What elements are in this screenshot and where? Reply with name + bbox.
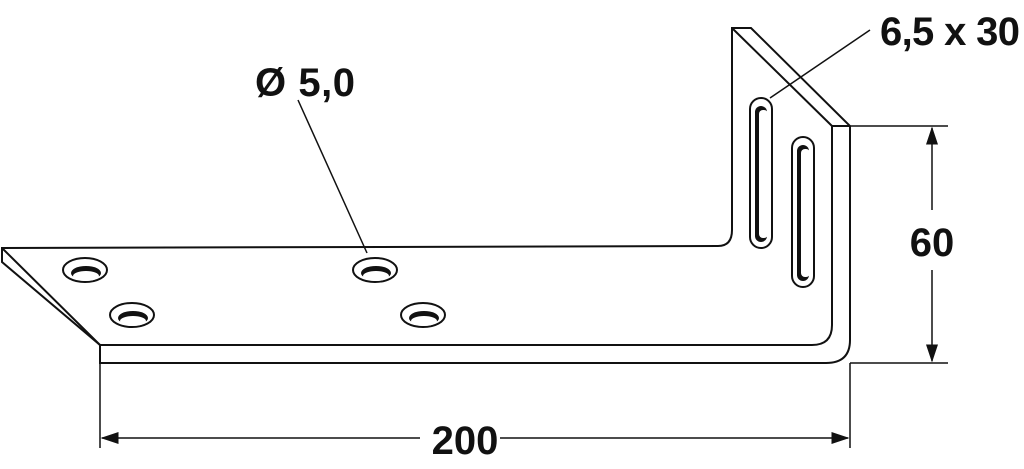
leader-lines [297,29,871,254]
hole [352,257,398,283]
slot-size-label: 6,5 x 30 [880,10,1020,54]
slot [791,136,815,288]
hole-diameter-label: Ø 5,0 [255,61,355,105]
hole [109,302,155,328]
dimension-lines [99,125,948,448]
hole [400,302,446,328]
height-dimension-label: 60 [910,221,955,265]
slots [749,97,815,288]
hole [62,257,108,283]
holes [62,257,446,328]
length-dimension-label: 200 [432,419,499,463]
bracket-body [1,27,851,364]
slot [749,97,773,249]
